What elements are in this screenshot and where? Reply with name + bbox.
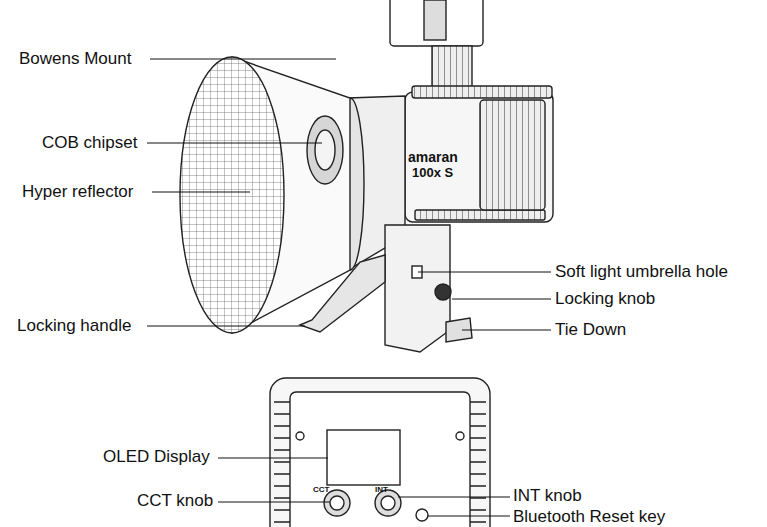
part-label: Locking handle (17, 317, 131, 334)
part-label: INT knob (513, 487, 582, 504)
printed-marking: INT (375, 486, 388, 494)
part-label: Bluetooth Reset key (513, 508, 665, 525)
printed-marking: 100x S (412, 166, 453, 179)
part-label: OLED Display (103, 448, 210, 465)
printed-marking: CCT (313, 486, 329, 494)
part-label: Soft light umbrella hole (555, 263, 728, 280)
part-label: Tie Down (555, 321, 626, 338)
back-panel (270, 378, 490, 527)
part-label: COB chipset (42, 134, 137, 151)
part-label: CCT knob (137, 492, 213, 509)
part-label: Locking knob (555, 290, 655, 307)
printed-marking: amaran (408, 150, 458, 164)
part-label: Hyper reflector (22, 183, 133, 200)
part-label: Bowens Mount (19, 50, 131, 67)
lamp-head (180, 0, 553, 352)
